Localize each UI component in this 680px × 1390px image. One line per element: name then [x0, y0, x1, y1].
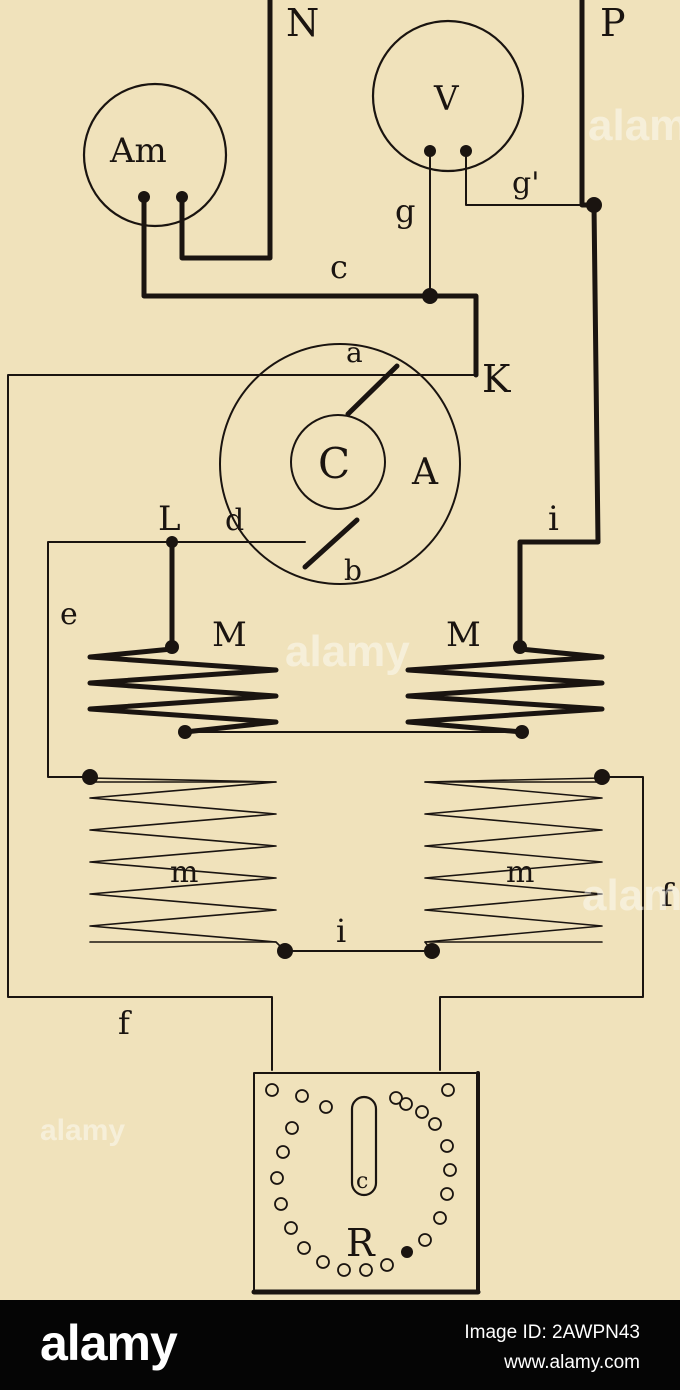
- brush-b: [302, 517, 360, 570]
- image-id-block: Image ID: 2AWPN43 www.alamy.com: [464, 1318, 640, 1378]
- alamy-logo: alamy: [40, 1315, 178, 1371]
- watermark: alamy: [588, 101, 680, 150]
- rheostat-contact: [389, 1091, 403, 1105]
- label-R: R: [346, 1221, 376, 1265]
- rheostat-contact: [265, 1083, 279, 1097]
- rheostat-arm: [350, 1095, 378, 1197]
- junction-dot: [277, 943, 293, 959]
- watermark-footer: alamy Image ID: 2AWPN43 www.alamy.com: [0, 1300, 680, 1390]
- rheostat-contact: [319, 1100, 333, 1114]
- label-i-upper: i: [548, 499, 559, 539]
- rheostat-contact: [285, 1121, 299, 1135]
- circuit-diagram: N P Am V g g' c a K C A L d i b e M M m …: [7, 0, 680, 1295]
- wire-g-prime: [465, 151, 595, 206]
- coil-m-right: [424, 777, 603, 952]
- label-f-right: f: [661, 876, 675, 914]
- label-c-rheostat: c: [356, 1169, 368, 1194]
- rheostat-contact: [433, 1211, 447, 1225]
- junction-dot: [82, 769, 98, 785]
- label-b: b: [344, 554, 362, 587]
- label-a: a: [346, 336, 363, 369]
- label-m-left: m: [170, 855, 198, 890]
- wire-f-right: [439, 776, 644, 1071]
- label-g-prime: g': [512, 166, 539, 201]
- label-m-right: m: [506, 855, 534, 890]
- watermark: alamy: [582, 871, 680, 920]
- terminal-dot: [176, 191, 188, 203]
- brush-a: [345, 363, 400, 417]
- rheostat-contact: [443, 1163, 457, 1177]
- wire-K-f: [7, 374, 477, 1071]
- label-d: d: [225, 503, 244, 538]
- label-V: V: [433, 79, 460, 119]
- rheostat-contact: [441, 1083, 455, 1097]
- junction-dot: [424, 943, 440, 959]
- rheostat-contact: [274, 1197, 288, 1211]
- junction-dot: [422, 288, 438, 304]
- diagram-svg: N P Am V g g' c a K C A L d i b e M M m …: [7, 0, 680, 1295]
- ammeter-circle: [82, 82, 228, 228]
- label-K: K: [482, 357, 511, 401]
- label-c: c: [330, 248, 348, 286]
- commutator-C: [290, 414, 386, 510]
- label-M-left: M: [212, 615, 247, 655]
- terminal-dot: [460, 145, 472, 157]
- coil-M-left: [87, 646, 279, 735]
- image-id: Image ID: 2AWPN43: [464, 1322, 640, 1343]
- watermark: alamy: [285, 627, 410, 676]
- label-L: L: [158, 499, 181, 539]
- rheostat-contact: [297, 1241, 311, 1255]
- rheostat-contact: [418, 1233, 432, 1247]
- label-f-left: f: [118, 1004, 132, 1042]
- label-Am: Am: [109, 131, 167, 171]
- rheostat-contact: [295, 1089, 309, 1103]
- voltmeter-circle: [371, 19, 525, 173]
- rheostat-contact: [440, 1139, 454, 1153]
- junction-dot: [166, 536, 178, 548]
- label-g: g: [395, 192, 415, 230]
- rheostat-contact: [399, 1097, 413, 1111]
- junction-dot: [178, 725, 192, 739]
- label-P: P: [600, 1, 626, 45]
- rheostat-dot: [401, 1246, 413, 1258]
- rheostat-contact: [428, 1117, 442, 1131]
- armature-outer: [219, 343, 461, 585]
- label-C: C: [318, 439, 350, 488]
- label-M-right: M: [446, 615, 481, 655]
- label-N: N: [286, 1, 319, 45]
- junction-dot: [513, 640, 527, 654]
- rheostat-contact: [284, 1221, 298, 1235]
- watermark: alamy: [40, 1114, 125, 1147]
- junction-dot: [515, 725, 529, 739]
- terminal-dot: [138, 191, 150, 203]
- rheostat-contact: [440, 1187, 454, 1201]
- rheostat-contact: [337, 1263, 351, 1277]
- rheostat-contact: [415, 1105, 429, 1119]
- site-url: www.alamy.com: [504, 1352, 640, 1373]
- rheostat-contact: [316, 1255, 330, 1269]
- rheostat-contact: [276, 1145, 290, 1159]
- wire-c: [141, 195, 479, 378]
- terminal-dot: [424, 145, 436, 157]
- rheostat-contact: [380, 1258, 394, 1272]
- junction-dot: [586, 197, 602, 213]
- wire-e: [47, 541, 173, 778]
- label-A: A: [411, 452, 439, 493]
- coil-M-right: [405, 646, 605, 735]
- rheostat-contact: [270, 1171, 284, 1185]
- coil-m-left: [89, 777, 286, 952]
- wire-P: [517, 0, 601, 650]
- rheostat-contact: [359, 1263, 373, 1277]
- junction-dot: [594, 769, 610, 785]
- label-e: e: [60, 597, 78, 632]
- label-i-lower: i: [336, 912, 346, 950]
- junction-dot: [165, 640, 179, 654]
- wire-N: [179, 0, 273, 261]
